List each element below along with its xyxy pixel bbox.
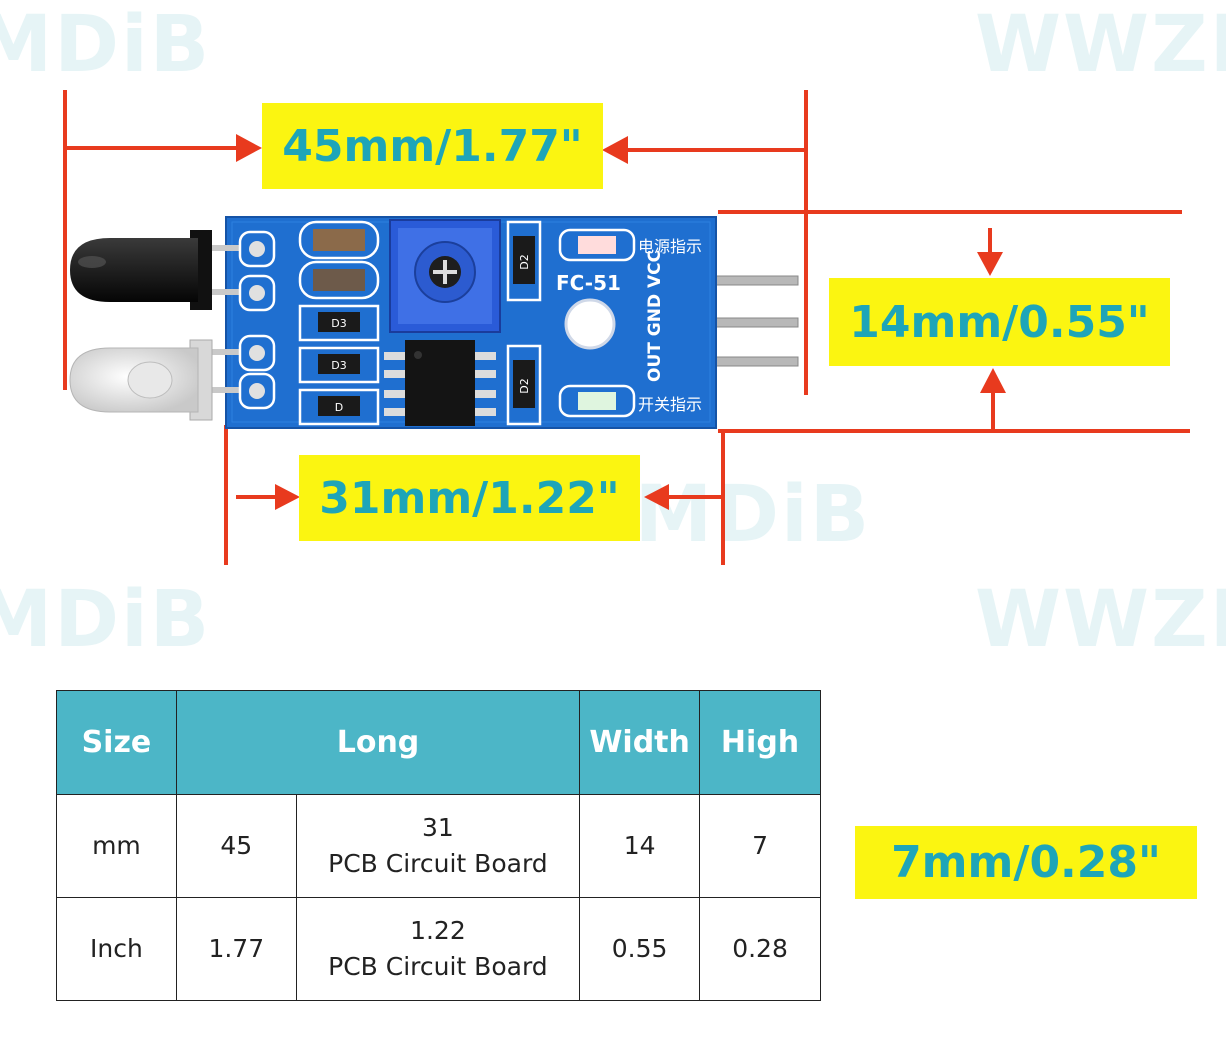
- header-high: High: [699, 690, 821, 795]
- header-width: Width: [579, 690, 701, 795]
- power-indicator-label: 电源指示: [638, 237, 702, 256]
- ir-emitter-led: [69, 339, 213, 421]
- ir-sensor-module: D3 D3 D: [69, 216, 799, 429]
- table-header-row: Size Long Width High: [56, 690, 821, 795]
- header-long: Long: [175, 690, 581, 795]
- width-label: 14mm/0.55": [829, 278, 1170, 366]
- cell-pcb: 31 PCB Circuit Board: [295, 794, 581, 898]
- cell-width: 0.55: [579, 897, 701, 1001]
- size-table: Size Long Width High mm 45 31 PCB Circui…: [56, 690, 821, 1001]
- cell-pcb-value: 31: [422, 813, 454, 842]
- cell-unit: mm: [56, 794, 177, 898]
- power-indicator-led: [558, 228, 636, 262]
- model-label: FC-51: [556, 271, 621, 295]
- switch-indicator-led: [558, 384, 636, 418]
- cell-high: 7: [699, 794, 821, 898]
- height-label: 7mm/0.28": [855, 826, 1197, 899]
- cell-long: 45: [175, 794, 297, 898]
- silk-label: D2: [518, 254, 531, 269]
- cell-pcb-value: 1.22: [410, 916, 466, 945]
- cell-pcb: 1.22 PCB Circuit Board: [295, 897, 581, 1001]
- pcb-length-label: 31mm/1.22": [299, 455, 640, 541]
- cell-long: 1.77: [175, 897, 297, 1001]
- table-row: mm 45 31 PCB Circuit Board 14 7: [56, 794, 821, 898]
- silk-label: D3: [331, 359, 346, 372]
- comparator-chip: [384, 340, 496, 426]
- cell-unit: Inch: [56, 897, 177, 1001]
- pin-labels: OUT GND VCC: [645, 250, 665, 382]
- cell-pcb-label: PCB Circuit Board: [328, 952, 548, 981]
- dimension-lines: [63, 90, 1190, 565]
- silk-label: D3: [331, 317, 346, 330]
- length-total-label: 45mm/1.77": [262, 103, 603, 189]
- diode: D2 D2: [506, 220, 542, 426]
- cell-high: 0.28: [699, 897, 821, 1001]
- mounting-hole: [564, 298, 616, 350]
- switch-indicator-label: 开关指示: [638, 395, 702, 414]
- silk-label: D2: [518, 378, 531, 393]
- header-size: Size: [56, 690, 177, 795]
- table-row: Inch 1.77 1.22 PCB Circuit Board 0.55 0.…: [56, 897, 821, 1001]
- smd-components: D3 D3 D: [298, 220, 380, 426]
- cell-width: 14: [579, 794, 701, 898]
- ir-receiver-led: [70, 230, 212, 310]
- silk-label: D: [335, 401, 343, 414]
- potentiometer: [389, 219, 501, 333]
- cell-pcb-label: PCB Circuit Board: [328, 849, 548, 878]
